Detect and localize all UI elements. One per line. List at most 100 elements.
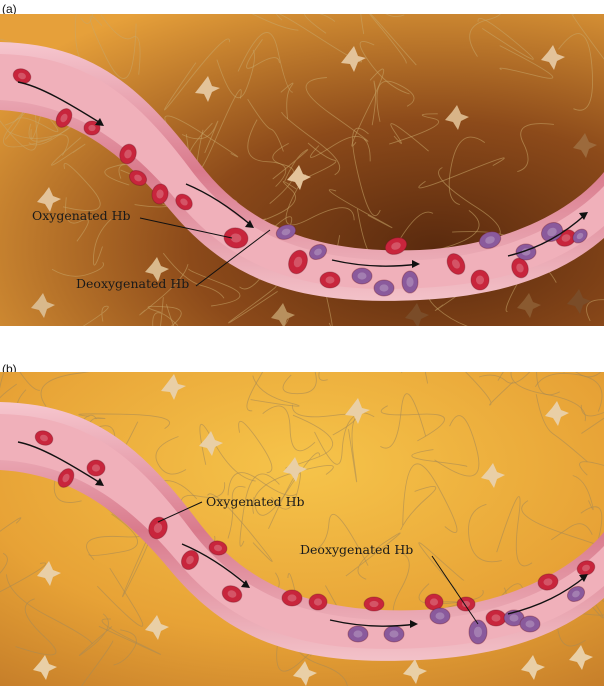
blood-vessel-wall <box>0 42 604 301</box>
fiber-strand <box>517 123 554 173</box>
fiber-strand <box>78 413 171 429</box>
fiber-strand <box>580 404 604 434</box>
oxygenated-blood-cell <box>470 269 490 291</box>
fiber-strand <box>51 137 86 166</box>
fiber-strand <box>418 157 505 189</box>
panel-a-letter: (a) <box>2 2 17 16</box>
oxygenated-blood-cell-center <box>186 555 194 565</box>
deoxygenated-blood-cell <box>351 267 373 285</box>
fiber-strand <box>0 372 40 391</box>
fiber-strand <box>40 372 90 407</box>
fiber-strand <box>237 32 293 93</box>
fiber-strand <box>227 486 246 539</box>
deoxygenated-blood-cell-center <box>473 626 483 638</box>
oxygenated-blood-cell <box>86 459 106 477</box>
leader-lines <box>157 501 479 625</box>
fiber-strand <box>351 68 385 147</box>
oxygenated-blood-cell-center <box>124 149 132 159</box>
oxygenated-blood-cell-center <box>582 564 590 572</box>
oxygenated-blood-cell-center <box>561 234 571 242</box>
oxygenated-blood-cell <box>288 249 308 275</box>
fiber-strand <box>227 472 297 497</box>
fiber-strand <box>15 598 57 656</box>
deoxygenated-blood-cell-center <box>576 232 584 240</box>
fiber-strand <box>253 452 321 516</box>
oxygenated-blood-cell <box>175 193 193 211</box>
deoxygenated-blood-cell <box>478 231 502 249</box>
fiber-strand <box>272 149 308 182</box>
fiber-strand <box>434 415 480 477</box>
fiber-strand <box>62 163 101 211</box>
oxygenated-blood-cell-center <box>325 276 335 284</box>
fiber-strand <box>558 33 593 111</box>
fiber-strand <box>477 18 534 60</box>
deoxygenated-blood-cell <box>347 625 369 643</box>
deoxygenated-blood-cell <box>429 607 451 625</box>
deoxygenated-blood-cell-center <box>406 277 414 287</box>
fiber-strand <box>309 136 371 162</box>
fiber-strand <box>98 618 161 655</box>
deoxygenated-blood-cell-center <box>281 228 291 236</box>
fiber-strand <box>535 394 588 463</box>
deoxygenated-blood-cell <box>308 243 328 261</box>
tissue-cells <box>33 374 593 686</box>
blood-vessel-lumen <box>0 414 604 649</box>
fiber-strand <box>246 372 263 412</box>
deoxygenated-blood-cell <box>401 270 419 294</box>
fiber-strand <box>65 197 89 242</box>
fiber-strand <box>499 45 554 79</box>
fiber-strand <box>352 127 381 217</box>
fiber-strand <box>238 421 273 474</box>
fiber-strand <box>0 517 22 532</box>
fiber-strand <box>139 264 189 316</box>
deoxygenated-blood-cell-center <box>389 630 399 638</box>
oxygenated-blood-cell <box>384 237 408 255</box>
fiber-strand <box>281 111 340 176</box>
fiber-strand <box>251 14 299 31</box>
fiber-strand <box>276 14 362 63</box>
oxygenated-blood-cell-center <box>88 124 96 132</box>
fiber-strand <box>88 513 138 556</box>
fiber-strand <box>497 372 560 396</box>
fiber-strand <box>7 131 69 156</box>
fiber-strand <box>6 574 93 645</box>
oxygenated-blood-cell <box>55 108 73 128</box>
fiber-strand <box>550 523 593 541</box>
fiber-strand <box>469 14 501 57</box>
deoxygenated-blood-cell <box>566 585 586 603</box>
oxygenated-blood-cell <box>537 573 559 591</box>
fiber-strand <box>228 285 278 324</box>
oxygenated-blood-cell-center <box>91 464 101 472</box>
fiber-strand <box>181 120 219 154</box>
leader-lines <box>139 217 271 287</box>
fiber-strand <box>82 305 109 326</box>
fiber-strand <box>282 372 317 395</box>
deoxygenated-blood-cell-center <box>572 590 580 598</box>
fiber-strand <box>369 14 417 66</box>
fiber-strand <box>586 299 604 322</box>
fiber-strand <box>389 113 440 145</box>
label-deoxygenated-hb: Deoxygenated Hb <box>300 542 413 557</box>
fiber-strand <box>371 80 377 126</box>
fiber-strand <box>100 14 141 75</box>
fiber-strand <box>292 404 357 436</box>
oxygenated-blood-cell <box>221 585 243 603</box>
deoxygenated-blood-cell-center <box>485 236 495 244</box>
oxygenated-blood-cell-center <box>293 256 303 268</box>
fiber-strand <box>534 373 603 412</box>
oxygenated-blood-cell-center <box>543 578 553 586</box>
flow-arrows <box>17 81 588 268</box>
oxygenated-blood-cell-center <box>313 598 323 606</box>
fiber-strand <box>318 372 328 381</box>
fiber-strand <box>51 262 104 277</box>
fiber-strand <box>239 473 280 547</box>
blood-cells <box>34 430 596 645</box>
fiber-strand <box>359 41 410 95</box>
oxygenated-blood-cell-center <box>156 189 164 199</box>
fiber-strand <box>89 15 137 79</box>
fiber-strand <box>280 82 294 120</box>
fiber-strand <box>376 80 415 122</box>
fiber-strand <box>298 142 337 182</box>
fiber-strand <box>380 405 445 442</box>
fiber-strand <box>360 14 405 35</box>
